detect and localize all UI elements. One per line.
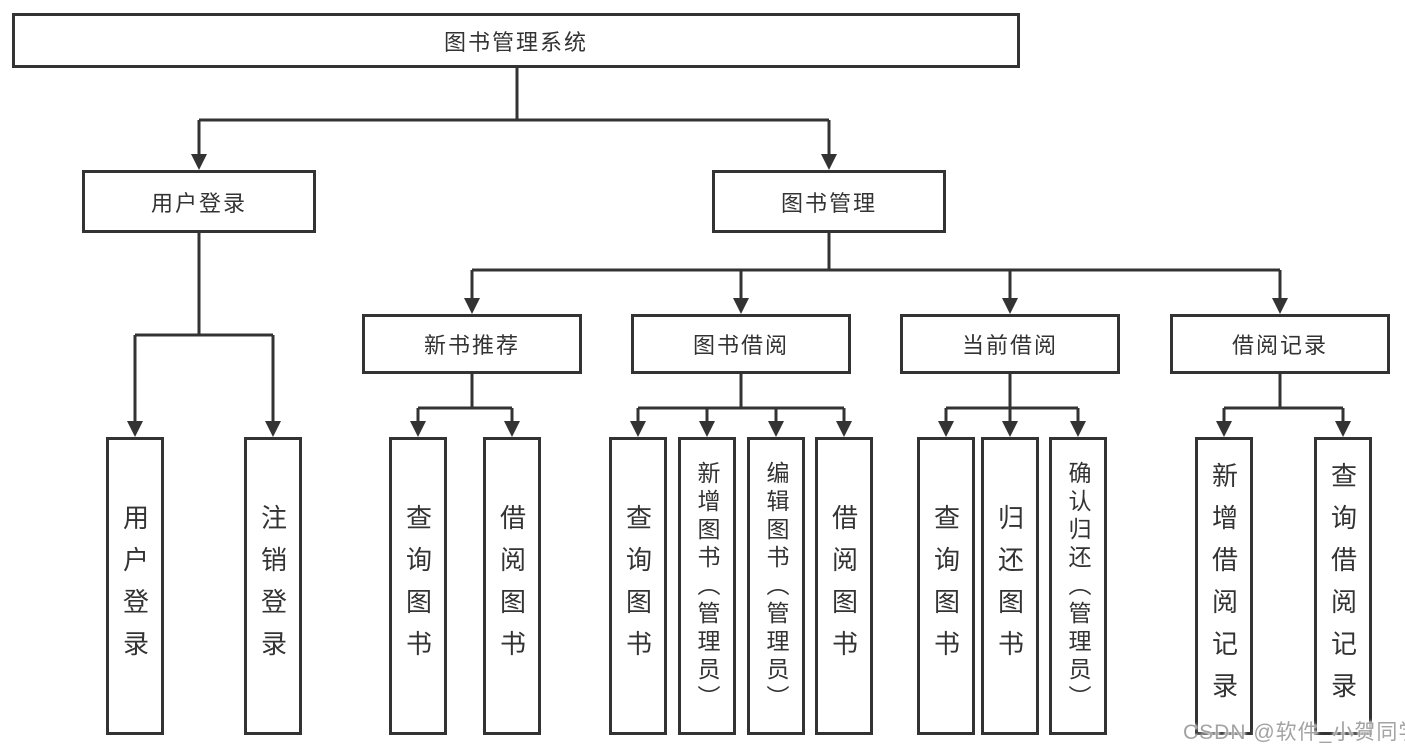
node-new-book-recommend: 新书推荐 <box>362 314 582 374</box>
leaf-return-books: 归还图书 <box>981 437 1039 735</box>
leaf-confirm-return-admin: 确认归还（管理员） <box>1049 437 1107 735</box>
leaf-user-login: 用户登录 <box>106 437 164 735</box>
node-library-system: 图书管理系统 <box>12 13 1020 68</box>
watermark: CSDN @软件_小贺同学 <box>1183 721 1405 744</box>
leaf-edit-books-admin: 编辑图书（管理员） <box>747 437 805 735</box>
leaf-query-borrow-record: 查询借阅记录 <box>1314 437 1372 735</box>
leaf-borrow-books: 借阅图书 <box>815 437 873 735</box>
leaf-query-books-recommend: 查询图书 <box>389 437 447 735</box>
tree-lines <box>133 68 1345 423</box>
leaf-logout: 注销登录 <box>244 437 302 735</box>
node-user-login: 用户登录 <box>82 170 316 233</box>
leaf-query-books-current: 查询图书 <box>917 437 975 735</box>
leaf-query-books-borrow: 查询图书 <box>609 437 667 735</box>
node-book-borrowing: 图书借阅 <box>631 314 851 374</box>
leaf-add-books-admin: 新增图书（管理员） <box>678 437 736 735</box>
leaf-add-borrow-record: 新增借阅记录 <box>1195 437 1253 735</box>
leaf-borrow-books-recommend: 借阅图书 <box>483 437 541 735</box>
node-borrowing-records: 借阅记录 <box>1170 314 1390 374</box>
node-book-management: 图书管理 <box>712 170 946 233</box>
node-current-borrowing: 当前借阅 <box>900 314 1120 374</box>
